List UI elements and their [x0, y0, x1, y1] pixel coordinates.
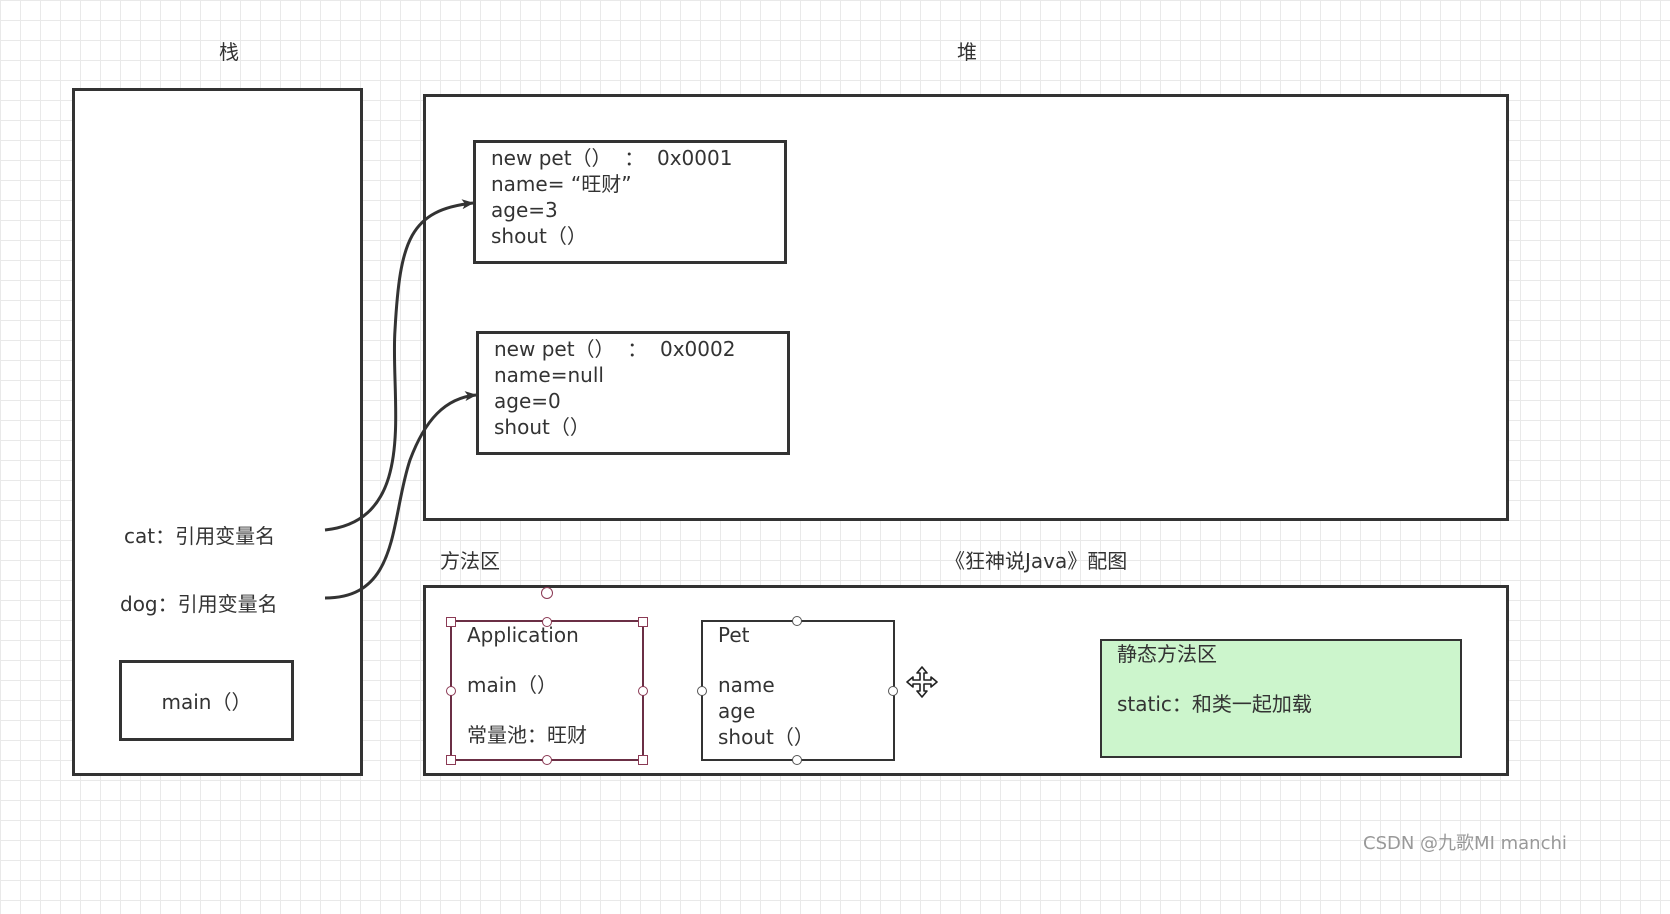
heap-title: 堆	[957, 40, 977, 64]
connect-point-bottom[interactable]	[542, 755, 552, 765]
static-method-area-title: 静态方法区	[1117, 642, 1217, 666]
pet-connect-point-right[interactable]	[888, 686, 898, 696]
resize-handle-top-right[interactable]	[638, 617, 648, 627]
application-class-box[interactable]: Application main（） 常量池：旺财	[450, 620, 644, 761]
csdn-watermark: CSDN @九歌MI manchi	[1363, 833, 1567, 854]
method-area-title: 方法区	[440, 549, 500, 573]
pet-connect-point-left[interactable]	[697, 686, 707, 696]
cat-reference-label: cat：引用变量名	[124, 524, 276, 548]
connect-point-top[interactable]	[542, 617, 552, 627]
application-constant-pool: 常量池：旺财	[467, 723, 587, 747]
heap-object-1-line-3: age=3	[491, 198, 558, 222]
dog-reference-label: dog：引用变量名	[120, 592, 278, 616]
main-frame-label: main（）	[161, 690, 252, 714]
pet-field-name: name	[718, 673, 775, 697]
heap-object-2-line-1: new pet（） ： 0x0002	[494, 337, 736, 361]
connect-point-right[interactable]	[638, 686, 648, 696]
figure-caption: 《狂神说Java》配图	[945, 549, 1128, 573]
connect-point-left[interactable]	[446, 686, 456, 696]
heap-object-1[interactable]: new pet（） ： 0x0001 name= “旺财” age=3 shou…	[473, 140, 787, 264]
pet-connect-point-top[interactable]	[792, 616, 802, 626]
heap-object-2[interactable]: new pet（） ： 0x0002 name=null age=0 shout…	[476, 331, 790, 455]
resize-handle-top-left[interactable]	[446, 617, 456, 627]
dog-reference-arrow	[324, 391, 477, 600]
main-frame-box[interactable]: main（）	[119, 660, 294, 741]
heap-object-2-line-2: name=null	[494, 363, 604, 387]
pet-class-name: Pet	[718, 623, 750, 647]
static-method-area-text: static：和类一起加载	[1117, 692, 1312, 716]
static-method-area-box[interactable]: 静态方法区 static：和类一起加载	[1100, 639, 1462, 758]
heap-object-2-line-3: age=0	[494, 389, 561, 413]
heap-object-1-line-1: new pet（） ： 0x0001	[491, 146, 733, 170]
cat-reference-arrow	[324, 199, 474, 532]
pet-connect-point-bottom[interactable]	[792, 755, 802, 765]
heap-object-1-line-4: shout（）	[491, 224, 587, 248]
resize-handle-bottom-left[interactable]	[446, 755, 456, 765]
pet-method-shout: shout（）	[718, 725, 814, 749]
stack-title: 栈	[219, 40, 239, 64]
pet-field-age: age	[718, 699, 756, 723]
move-cursor-icon	[906, 666, 938, 698]
heap-object-1-line-2: name= “旺财”	[491, 172, 632, 196]
resize-handle-bottom-right[interactable]	[638, 755, 648, 765]
rotate-handle[interactable]	[541, 587, 553, 599]
application-class-name: Application	[467, 623, 579, 647]
application-main-method: main（）	[467, 673, 557, 697]
heap-object-2-line-4: shout（）	[494, 415, 590, 439]
